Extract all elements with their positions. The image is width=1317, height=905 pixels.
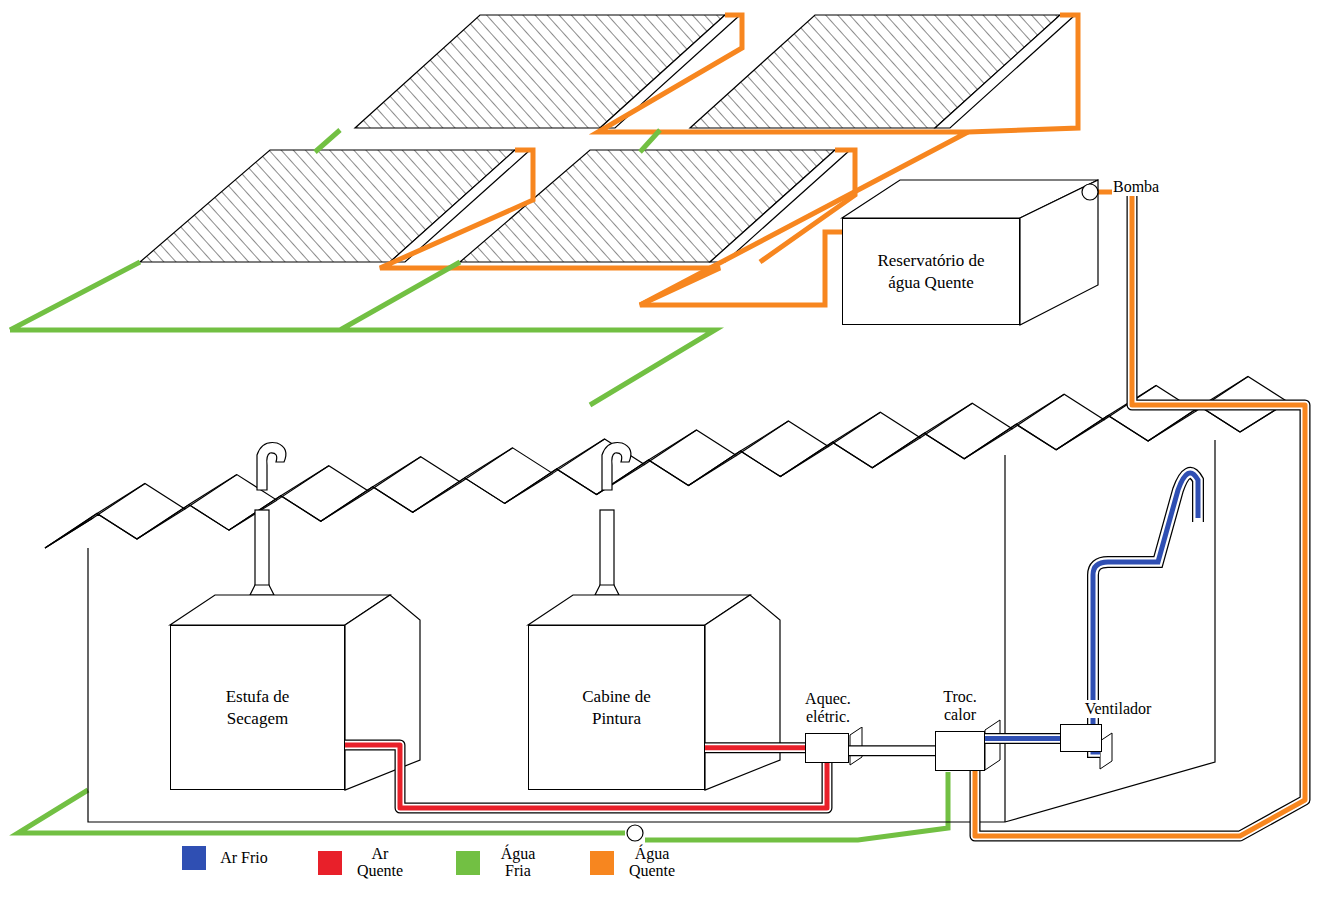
roof-ridge bbox=[1016, 394, 1064, 424]
roof-ridge bbox=[649, 430, 697, 460]
legend-text: Água Quente bbox=[624, 846, 680, 880]
legend-item: Água Quente bbox=[590, 846, 680, 880]
roof-ridge bbox=[832, 412, 880, 442]
pipe-connector bbox=[975, 192, 1305, 836]
legend-text: Água Fria bbox=[490, 846, 546, 880]
corrugated-roof bbox=[45, 376, 1288, 548]
roof-ridge bbox=[45, 518, 93, 548]
heat-exchanger-box: Troc. calor bbox=[925, 688, 995, 771]
chimney bbox=[250, 443, 631, 596]
pipe-stroke bbox=[975, 192, 1305, 836]
roof-ridge bbox=[281, 466, 329, 496]
node-label: Ventilador bbox=[1084, 700, 1153, 718]
pipe-stroke bbox=[705, 744, 805, 753]
roof-ridge bbox=[1148, 411, 1196, 441]
roof-ridge bbox=[373, 457, 421, 487]
legend-swatch bbox=[456, 851, 480, 875]
device-box bbox=[935, 731, 985, 771]
pipe-stroke bbox=[985, 733, 1060, 744]
legend-swatch bbox=[590, 851, 614, 875]
legend-item: Ar Frio bbox=[182, 846, 272, 870]
device-box bbox=[805, 733, 849, 763]
device-box bbox=[1060, 724, 1102, 752]
roof-edge bbox=[45, 406, 1240, 548]
roof-ridge bbox=[780, 447, 828, 477]
roof-ridge bbox=[872, 438, 920, 468]
node-label: Cabine de Pintura bbox=[572, 686, 662, 729]
legend-item: Água Fria bbox=[456, 846, 546, 880]
pipe-stroke bbox=[705, 742, 805, 753]
roof-ridge bbox=[505, 473, 553, 503]
node-label: Aquec. elétric. bbox=[792, 690, 864, 727]
roof-ridge bbox=[189, 475, 237, 505]
legend-text: Ar Frio bbox=[216, 850, 272, 867]
pipe-connector bbox=[849, 750, 935, 751]
roof-sheet bbox=[45, 376, 1288, 548]
dryer-box: Estufa de Secagem bbox=[170, 625, 345, 790]
legend-item: Ar Quente bbox=[318, 846, 408, 880]
reservoir-box: Reservatório de água Quente bbox=[842, 218, 1020, 325]
legend-swatch bbox=[182, 846, 206, 870]
roof-ridge bbox=[557, 439, 605, 469]
box-sides bbox=[850, 720, 1112, 770]
legend-swatch bbox=[318, 851, 342, 875]
pump-label: Bomba bbox=[1112, 178, 1160, 196]
legend-text: Ar Quente bbox=[352, 846, 408, 880]
pipe-stroke bbox=[849, 747, 935, 756]
roof-ridge bbox=[97, 484, 145, 514]
pipe-stroke bbox=[985, 734, 1060, 743]
roof-ridge bbox=[924, 403, 972, 433]
pipe-stroke bbox=[849, 745, 935, 756]
pipe-stroke bbox=[985, 736, 1060, 741]
pipe-stroke bbox=[849, 748, 935, 753]
node-label: Troc. calor bbox=[934, 688, 986, 725]
roof-ridge bbox=[229, 500, 277, 530]
pipe-stroke bbox=[975, 192, 1305, 836]
reservoir-sides bbox=[842, 180, 1098, 325]
roof-ridge bbox=[465, 448, 513, 478]
roof-ridge bbox=[964, 429, 1012, 459]
node-label: Reservatório de água Quente bbox=[861, 250, 1001, 293]
roof-ridge bbox=[413, 482, 461, 512]
pipe-connector bbox=[985, 738, 1060, 739]
roof-ridge bbox=[1056, 420, 1104, 450]
roof-ridge bbox=[740, 421, 788, 451]
node-label: Estufa de Secagem bbox=[213, 686, 303, 729]
roof-ridge bbox=[137, 509, 185, 539]
roof-ridge bbox=[688, 456, 736, 486]
cabinet-sides bbox=[170, 595, 780, 790]
heater-box: Aquec. elétric. bbox=[788, 690, 868, 763]
paint-booth-box: Cabine de Pintura bbox=[528, 625, 705, 790]
roof-ridge bbox=[321, 491, 369, 521]
pipe-stroke bbox=[705, 745, 805, 750]
pipe-stroke bbox=[975, 192, 1305, 836]
fan-box: Ventilador bbox=[1058, 700, 1178, 752]
pipe-connector bbox=[705, 747, 805, 748]
